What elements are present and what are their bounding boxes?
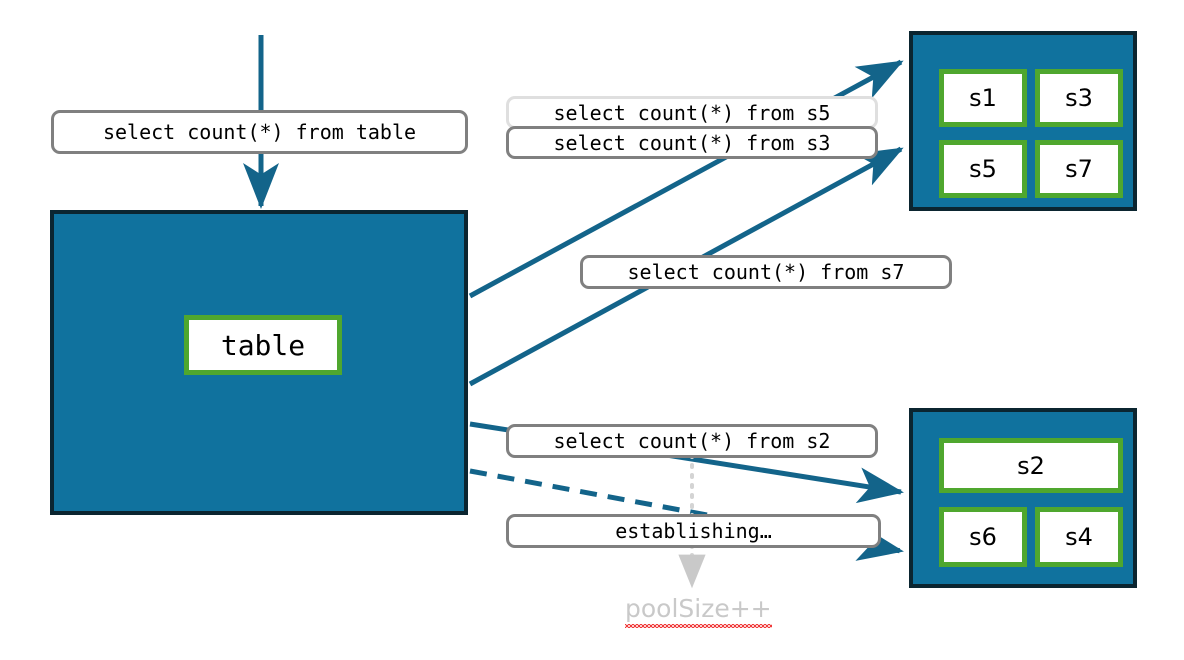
- session-chip-s4[interactable]: s4: [1035, 507, 1123, 567]
- query-pill-establishing-label: establishing…: [615, 519, 772, 543]
- query-pill-s5-label: select count(*) from s5: [553, 100, 831, 125]
- session-chip-s2-label: s2: [1017, 451, 1045, 480]
- query-pill-s7-label: select count(*) from s7: [627, 260, 905, 284]
- query-pill-s7[interactable]: select count(*) from s7: [580, 255, 952, 289]
- session-chip-s6-label: s6: [969, 523, 997, 551]
- query-pill-establishing[interactable]: establishing…: [506, 514, 881, 548]
- session-chip-s7[interactable]: s7: [1035, 140, 1123, 198]
- query-pill-s2[interactable]: select count(*) from s2: [506, 424, 878, 458]
- table-panel: table: [50, 210, 468, 515]
- query-pill-s2-label: select count(*) from s2: [553, 429, 831, 453]
- poolsize-annotation-label: poolSize++: [625, 594, 772, 628]
- session-chip-s3-label: s3: [1065, 84, 1093, 112]
- pool-top: s1 s3 s5 s7: [909, 31, 1137, 211]
- session-chip-s5[interactable]: s5: [939, 140, 1027, 198]
- pool-bottom: s2 s6 s4: [909, 408, 1137, 588]
- session-chip-s1[interactable]: s1: [939, 69, 1027, 127]
- session-chip-s5-label: s5: [969, 155, 997, 183]
- query-pill-s3[interactable]: select count(*) from s3: [506, 126, 878, 159]
- poolsize-annotation: poolSize++: [625, 594, 772, 628]
- query-pill-s3-label: select count(*) from s3: [553, 130, 831, 155]
- query-pill-table-label: select count(*) from table: [102, 120, 417, 144]
- session-chip-s1-label: s1: [969, 84, 997, 112]
- query-pill-table[interactable]: select count(*) from table: [51, 110, 468, 154]
- session-chip-s6[interactable]: s6: [939, 507, 1027, 567]
- query-pill-s5[interactable]: select count(*) from s5: [506, 96, 878, 129]
- session-chip-table-label: table: [220, 328, 306, 362]
- session-chip-s3[interactable]: s3: [1035, 69, 1123, 127]
- session-chip-table[interactable]: table: [184, 315, 342, 375]
- session-chip-s2[interactable]: s2: [939, 438, 1123, 493]
- session-chip-s4-label: s4: [1065, 523, 1093, 551]
- session-chip-s7-label: s7: [1065, 155, 1093, 183]
